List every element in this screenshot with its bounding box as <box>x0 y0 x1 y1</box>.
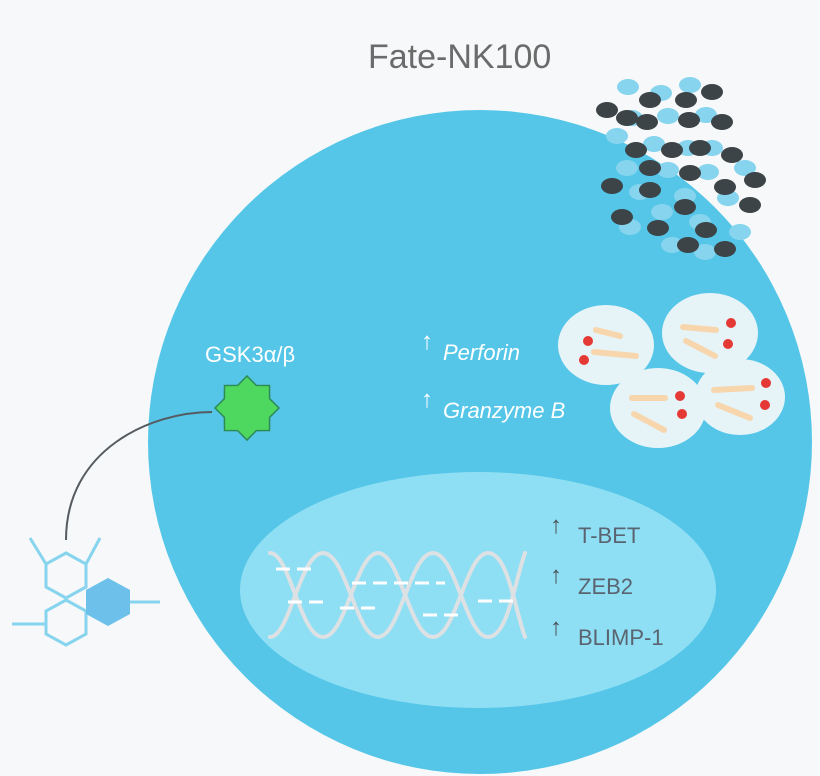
zeb2-label: ZEB2 <box>578 574 634 599</box>
up-arrow-blimp1: ↑ <box>550 614 562 641</box>
granule-4 <box>695 359 785 435</box>
particle-cluster <box>596 77 766 260</box>
dark-particles <box>596 84 766 257</box>
small-molecule-drug <box>12 537 160 647</box>
granzyme-b-label: Granzyme B <box>443 398 566 423</box>
up-arrow-zeb2: ↑ <box>550 562 562 589</box>
dna-base-pairs <box>276 567 513 617</box>
dna-helix <box>268 550 527 640</box>
up-arrow-granzyme: ↑ <box>421 386 433 413</box>
gsk3-target-shape <box>213 374 281 442</box>
diagram-title: Fate-NK100 <box>368 38 552 76</box>
gsk3-label: GSK3α/β <box>205 342 296 367</box>
granule-2 <box>662 293 758 373</box>
granule-3 <box>610 368 706 448</box>
blimp1-label: BLIMP-1 <box>578 625 664 650</box>
up-arrow-perforin: ↑ <box>421 328 433 355</box>
cytotoxic-granules <box>558 293 785 448</box>
granule-1 <box>558 305 654 385</box>
nucleus <box>240 472 716 708</box>
perforin-label: Perforin <box>443 340 521 365</box>
connector-line <box>65 411 213 541</box>
up-arrow-tbet: ↑ <box>550 512 562 539</box>
light-particles <box>606 77 756 260</box>
tbet-label: T-BET <box>578 523 641 548</box>
